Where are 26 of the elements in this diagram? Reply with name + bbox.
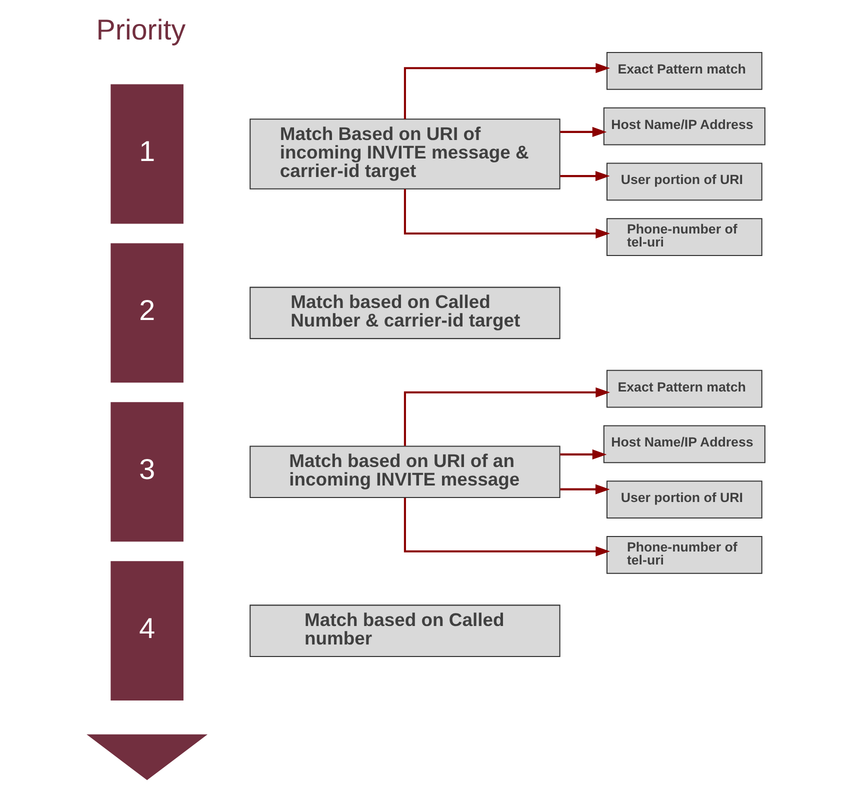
node-box: 1 — [110, 83, 184, 225]
arrow — [404, 387, 610, 446]
node-box: 3 — [110, 401, 184, 543]
node-box: Match based on Called Number & carrier-id target — [250, 286, 560, 340]
node-box: Exact Pattern match — [606, 370, 762, 408]
node-box: Match Based on URI of incoming INVITE message & carrier-id target — [250, 118, 560, 190]
node-box: Phone-number of tel-uri — [606, 218, 762, 256]
node-box: User portion of URI — [606, 162, 762, 201]
node-box: 4 — [110, 560, 184, 702]
node-box: 2 — [110, 242, 184, 384]
node-box: Host Name/IP Address — [603, 425, 766, 464]
node-box: Match based on Called number — [250, 604, 560, 657]
arrow — [560, 171, 610, 182]
node-box: Phone-number of tel-uri — [606, 536, 762, 574]
arrow — [560, 484, 610, 494]
arrow — [404, 498, 610, 556]
arrow — [404, 189, 610, 238]
arrow — [404, 63, 610, 120]
arrow — [560, 126, 607, 137]
arrow — [560, 449, 607, 460]
node-box: Match based on URI of an incoming INVITE message — [250, 446, 560, 498]
node-triangle — [86, 734, 208, 780]
node-box: Host Name/IP Address — [603, 107, 766, 146]
diagram-title: Priority — [96, 14, 186, 47]
node-box: Exact Pattern match — [606, 52, 762, 90]
node-box: User portion of URI — [606, 480, 762, 519]
